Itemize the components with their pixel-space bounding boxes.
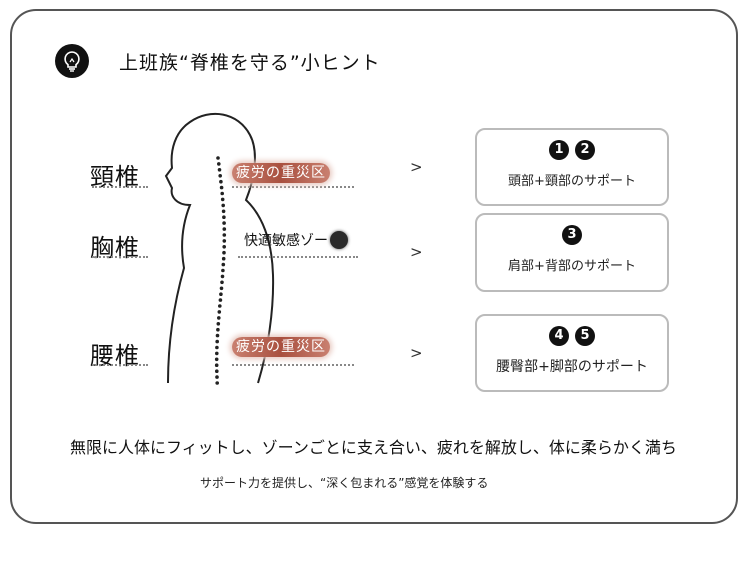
spine-dot xyxy=(215,339,219,344)
number-badge: 3 xyxy=(562,225,582,245)
support-box-label: 腰臀部+脚部のサポート xyxy=(496,359,648,375)
fatigue-tag-lumbar: 疲労の重災区 xyxy=(232,337,330,357)
spine-dot xyxy=(215,333,220,338)
spine-dot xyxy=(220,197,225,202)
content-frame xyxy=(10,9,738,524)
dotted-line xyxy=(238,256,358,258)
arrow-thoracic: > xyxy=(410,243,423,261)
arrow-cervical: > xyxy=(410,158,423,176)
dotted-line xyxy=(92,256,148,258)
number-badge: 2 xyxy=(575,140,595,160)
spine-dot xyxy=(221,262,226,267)
arrow-lumbar: > xyxy=(410,344,423,362)
spine-dot xyxy=(222,250,226,255)
spine-dot xyxy=(218,304,222,308)
spine-dot xyxy=(214,363,219,368)
title-row: 上班族“脊椎を守る”小ヒント xyxy=(55,43,381,79)
spine-dot xyxy=(222,239,227,243)
dotted-line xyxy=(92,364,148,366)
support-box-label: 頭部+頸部のサポート xyxy=(508,174,636,189)
spine-dot xyxy=(217,316,221,320)
spine-dot xyxy=(215,351,219,356)
spine-dot xyxy=(220,280,224,285)
spine-dot xyxy=(215,375,219,379)
spine-dot xyxy=(219,286,224,291)
spine-dot xyxy=(216,322,221,326)
spine-dot xyxy=(218,298,223,302)
description-line-1: 無限に人体にフィットし、ゾーンごとに支え合い、疲れを解放し、体に柔らかく満ち xyxy=(70,438,677,457)
spine-dot xyxy=(217,168,222,172)
description-line-2: サポート力を提供し、“深く包まれる”感覚を体験する xyxy=(200,476,489,490)
number-badge: 5 xyxy=(575,326,595,346)
spine-dot xyxy=(216,156,220,160)
spine-dot xyxy=(222,233,227,237)
spine-dot xyxy=(222,245,226,249)
spine-dot xyxy=(220,274,225,279)
spine-dot xyxy=(214,357,219,362)
spine-dot xyxy=(216,327,220,332)
spine-dot xyxy=(221,209,226,214)
support-box-head-neck: 1 2 頭部+頸部のサポート xyxy=(475,128,669,206)
spine-dot xyxy=(221,256,226,261)
fatigue-tag-neck: 疲労の重災区 xyxy=(232,163,330,183)
number-badge: 1 xyxy=(549,140,569,160)
comfort-tag-chest: 快適敏感ゾー xyxy=(244,230,348,250)
sensor-dot-icon xyxy=(330,231,348,249)
support-box-waist-legs: 4 5 腰臀部+脚部のサポート xyxy=(475,314,669,392)
spine-dot xyxy=(215,345,219,350)
spine-dot xyxy=(215,369,219,374)
lightbulb-icon xyxy=(55,44,89,78)
spine-dot xyxy=(220,191,224,196)
spine-dot xyxy=(219,179,223,184)
dotted-line xyxy=(92,186,148,188)
spine-dot xyxy=(217,162,221,166)
spine-dot xyxy=(222,215,226,219)
spine-dot xyxy=(222,227,227,231)
spine-dot xyxy=(219,292,223,297)
spine-dot xyxy=(219,185,224,190)
support-box-shoulder-back: 3 肩部+背部のサポート xyxy=(475,213,669,292)
support-box-label: 肩部+背部のサポート xyxy=(508,259,636,274)
spine-dot xyxy=(218,174,222,178)
dotted-line xyxy=(232,364,354,366)
number-badge: 4 xyxy=(549,326,569,346)
spine-dot xyxy=(217,310,222,314)
spine-dot xyxy=(222,221,226,225)
spine-dot xyxy=(215,381,219,385)
dotted-line xyxy=(232,186,354,188)
spine-dot xyxy=(221,203,225,208)
spine-dot xyxy=(221,268,225,273)
comfort-tag-label: 快適敏感ゾー xyxy=(244,233,328,249)
page-title: 上班族“脊椎を守る”小ヒント xyxy=(119,51,381,74)
